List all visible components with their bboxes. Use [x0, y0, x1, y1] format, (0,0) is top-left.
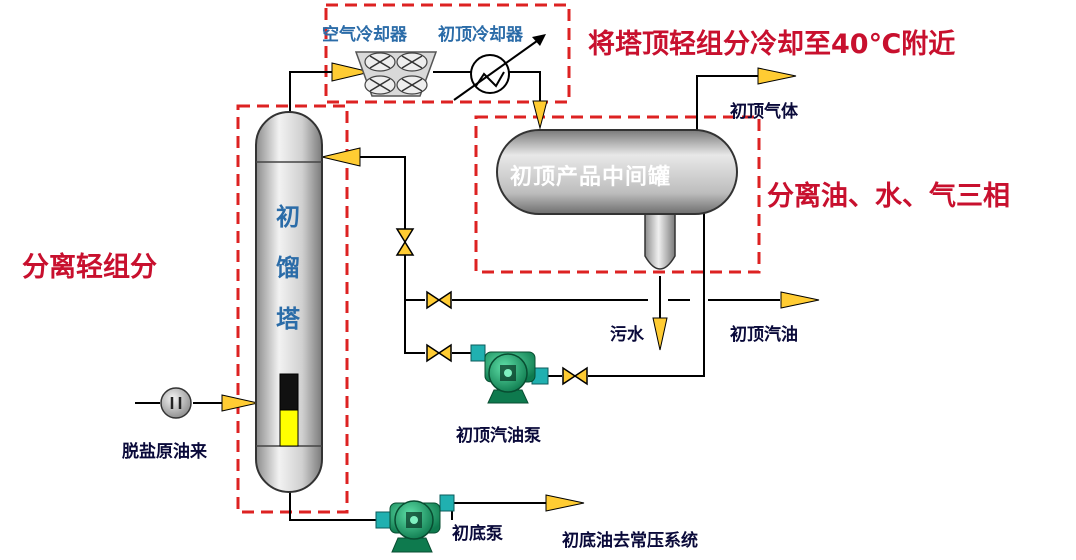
gate-valve-icon[interactable]	[426, 290, 452, 310]
flow-arrow-icon	[221, 394, 259, 412]
overhead-gasoline-label: 初顶汽油	[730, 325, 798, 345]
three-phase-note: 分离油、水、气三相	[767, 181, 1010, 212]
flow-arrow-icon	[757, 67, 797, 85]
overhead-cooler-label: 初顶冷却器	[438, 25, 523, 45]
tower-label-char-1: 初	[276, 203, 300, 231]
centrifugal-pump-icon[interactable]	[375, 494, 455, 553]
bottoms-line	[289, 490, 378, 521]
gate-valve-icon[interactable]	[426, 343, 452, 363]
desalted-crude-label: 脱盐原油来	[122, 442, 207, 462]
gate-valve-icon[interactable]	[395, 228, 415, 256]
tower-section-box	[236, 104, 349, 514]
flow-arrow-icon	[331, 62, 371, 82]
light-components-note: 分离轻组分	[22, 252, 157, 283]
oil-draw-line	[588, 212, 705, 377]
piping	[135, 71, 780, 521]
gasoline-pump-label: 初顶汽油泵	[456, 426, 541, 446]
gas-outlet-line	[696, 75, 762, 130]
flow-arrow-icon	[532, 100, 548, 130]
flow-arrows	[221, 62, 820, 512]
overhead-gas-label: 初顶气体	[730, 102, 798, 122]
flow-arrow-icon	[545, 494, 585, 512]
cooling-section-box	[324, 3, 571, 104]
valves	[395, 228, 588, 386]
bottom-oil-label: 初底油去常压系统	[562, 531, 698, 551]
gate-valve-icon[interactable]	[562, 366, 588, 386]
air-cooler-label: 空气冷却器	[322, 25, 407, 45]
air-cooler-icon	[354, 51, 438, 97]
bottoms-discharge-line	[451, 502, 548, 520]
tower-label-char-2: 馏	[276, 254, 300, 282]
flow-arrow-icon	[780, 291, 820, 309]
flow-meter-icon	[160, 387, 192, 419]
waste-water-label: 污水	[610, 325, 644, 345]
flow-arrow-icon	[321, 147, 361, 167]
cooler-outlet-line	[508, 71, 541, 110]
overhead-product-drum	[496, 129, 738, 270]
bottom-pump-label: 初底泵	[452, 524, 503, 544]
flow-arrow-icon	[652, 317, 668, 351]
overhead-vapor-line	[289, 71, 352, 116]
heat-exchanger-icon	[453, 34, 546, 101]
drum-section-box	[474, 115, 761, 274]
cooling-note: 将塔顶轻组分冷却至40℃附近	[588, 29, 956, 60]
centrifugal-pump-icon[interactable]	[470, 344, 549, 404]
tower-label-char-3: 塔	[276, 305, 300, 333]
pump-suction-line	[404, 300, 425, 354]
drum-label: 初顶产品中间罐	[510, 165, 672, 190]
initial-distillation-tower	[255, 111, 323, 493]
